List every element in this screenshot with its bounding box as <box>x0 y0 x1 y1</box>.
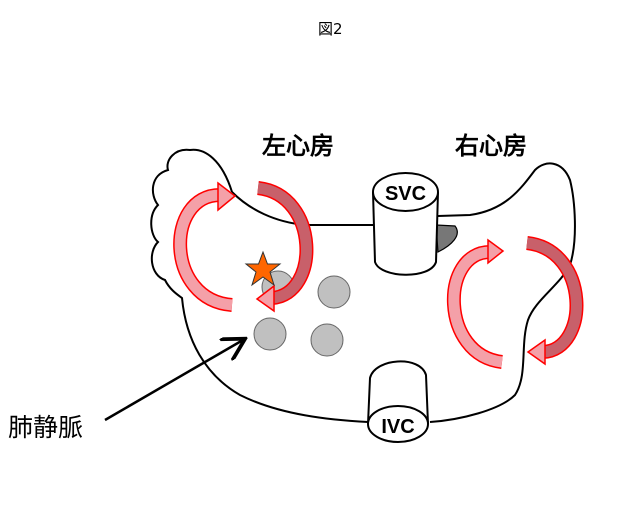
star-marker <box>244 250 282 287</box>
dark-patch <box>435 224 458 253</box>
pointer-arrow <box>104 340 243 422</box>
left-rotation-arrows <box>173 181 314 313</box>
svc-label: SVC <box>385 183 426 205</box>
svc-vessel: SVC <box>372 172 439 276</box>
arrowhead <box>526 338 546 366</box>
pulmonary-vein <box>310 323 344 357</box>
ivc-label: IVC <box>381 416 414 438</box>
ivc-vessel: IVC <box>367 360 429 443</box>
right-rotation-arrows <box>446 236 584 369</box>
pulmonary-veins-label: 肺静脈 <box>8 413 84 442</box>
pulmonary-vein <box>253 317 287 351</box>
arrowhead <box>255 284 275 313</box>
arrowhead <box>217 181 237 212</box>
figure-label: 図2 <box>318 20 343 38</box>
arrowhead <box>487 238 505 265</box>
right-atrium-label: 右心房 <box>455 132 527 160</box>
left-atrium-label: 左心房 <box>262 132 334 160</box>
pulmonary-vein <box>317 275 351 309</box>
